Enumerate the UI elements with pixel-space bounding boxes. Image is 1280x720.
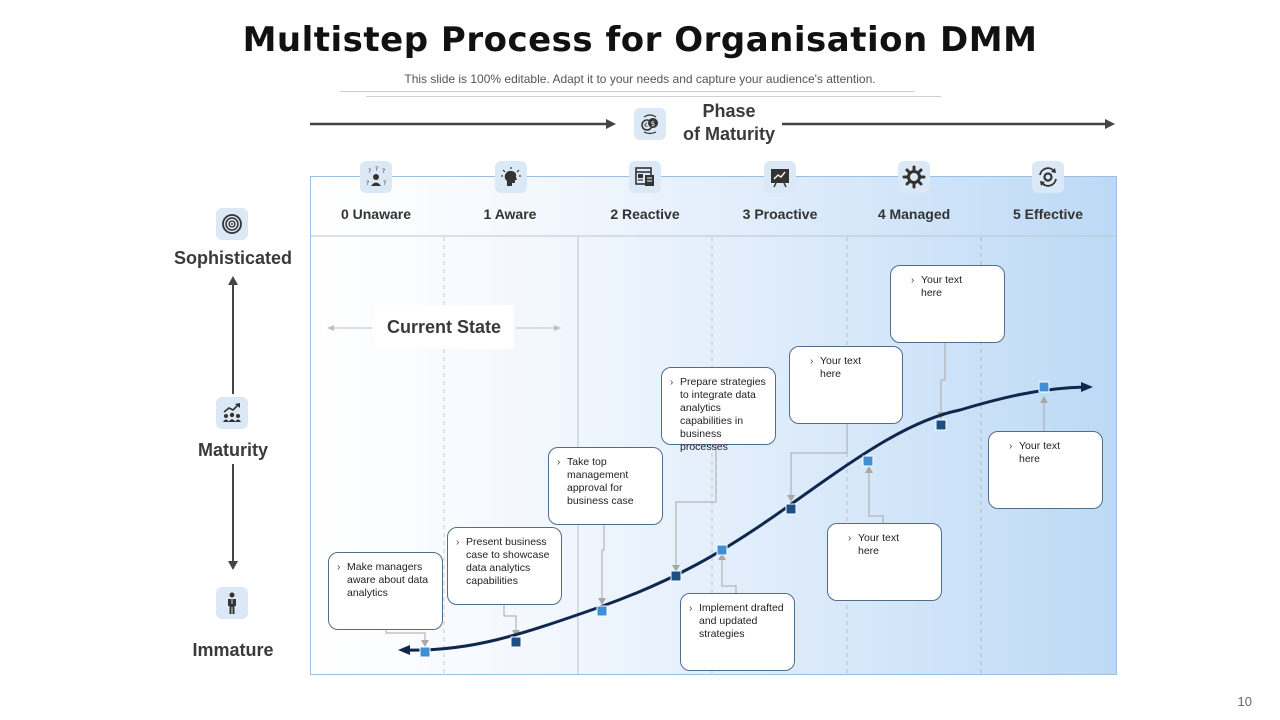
callout-box: › Your text here	[789, 346, 903, 424]
phase-label-1: 1 Aware	[483, 206, 537, 222]
dashboard-document-icon	[629, 161, 661, 193]
svg-text:?: ?	[368, 168, 371, 175]
phase-label-0: 0 Unaware	[340, 206, 412, 222]
callout-text: Your text here	[1019, 440, 1061, 465]
callout-box: › Take top management approval for busin…	[548, 447, 663, 525]
callout-box: › Make managers aware about data analyti…	[328, 552, 443, 630]
growth-team-icon	[216, 397, 248, 429]
phase-label-3: 3 Proactive	[742, 206, 818, 222]
businessman-icon	[216, 587, 248, 619]
callout-text: Your text here	[820, 355, 862, 380]
callout-text: Your text here	[921, 274, 963, 299]
target-icon	[216, 208, 248, 240]
phase-label-2: 2 Reactive	[610, 206, 680, 222]
page-number: 10	[1237, 694, 1252, 709]
head-idea-icon	[495, 161, 527, 193]
callout-text: Your text here	[858, 532, 900, 557]
money-exchange-icon: $ €	[634, 108, 666, 140]
callout-text: Present business case to showcase data a…	[466, 536, 550, 587]
phase-label-5: 5 Effective	[1012, 206, 1084, 222]
callout-box: › Your text here	[827, 523, 942, 601]
presentation-board-icon	[764, 161, 796, 193]
axis-label-immature: Immature	[192, 640, 274, 660]
phase-of-maturity-label: Phase of Maturity	[670, 100, 788, 146]
svg-text:?: ?	[375, 166, 378, 173]
svg-text:?: ?	[382, 168, 385, 175]
svg-text:?: ?	[366, 180, 369, 187]
callout-box: › Implement drafted and updated strategi…	[680, 593, 795, 671]
phase-label-line2: of Maturity	[683, 124, 775, 144]
axis-label-sophisticated: Sophisticated	[173, 248, 293, 268]
phase-label-4: 4 Managed	[877, 206, 951, 222]
current-state-label: Current State	[374, 305, 514, 349]
callout-text: Prepare strategies to integrate data ana…	[680, 376, 766, 453]
callout-box: › Your text here	[890, 265, 1005, 343]
axis-label-maturity: Maturity	[197, 440, 268, 460]
slide-subtitle: This slide is 100% editable. Adapt it to…	[404, 72, 876, 86]
gear-icon	[898, 161, 930, 193]
callout-box: › Your text here	[988, 431, 1103, 509]
callout-text: Make managers aware about data analytics	[347, 561, 429, 599]
divider-line	[340, 91, 915, 92]
phase-label-line1: Phase	[702, 101, 756, 121]
slide-title: Multistep Process for Organisation DMM	[242, 20, 1038, 60]
callout-text: Take top management approval for busines…	[567, 456, 634, 507]
callout-text: Implement drafted and updated strategies	[699, 602, 784, 640]
maturity-axis-arrow	[228, 276, 238, 570]
callout-box: › Present business case to showcase data…	[447, 527, 562, 605]
svg-text:$: $	[651, 120, 655, 128]
gear-cycle-icon	[1032, 161, 1064, 193]
svg-text:€: €	[644, 122, 648, 129]
confused-person-icon: ? ? ? ? ?	[360, 161, 392, 193]
callout-box: › Prepare strategies to integrate data a…	[661, 367, 776, 453]
svg-text:?: ?	[383, 180, 386, 187]
divider-line	[366, 96, 941, 97]
phase-arrow-lines	[310, 119, 1115, 129]
